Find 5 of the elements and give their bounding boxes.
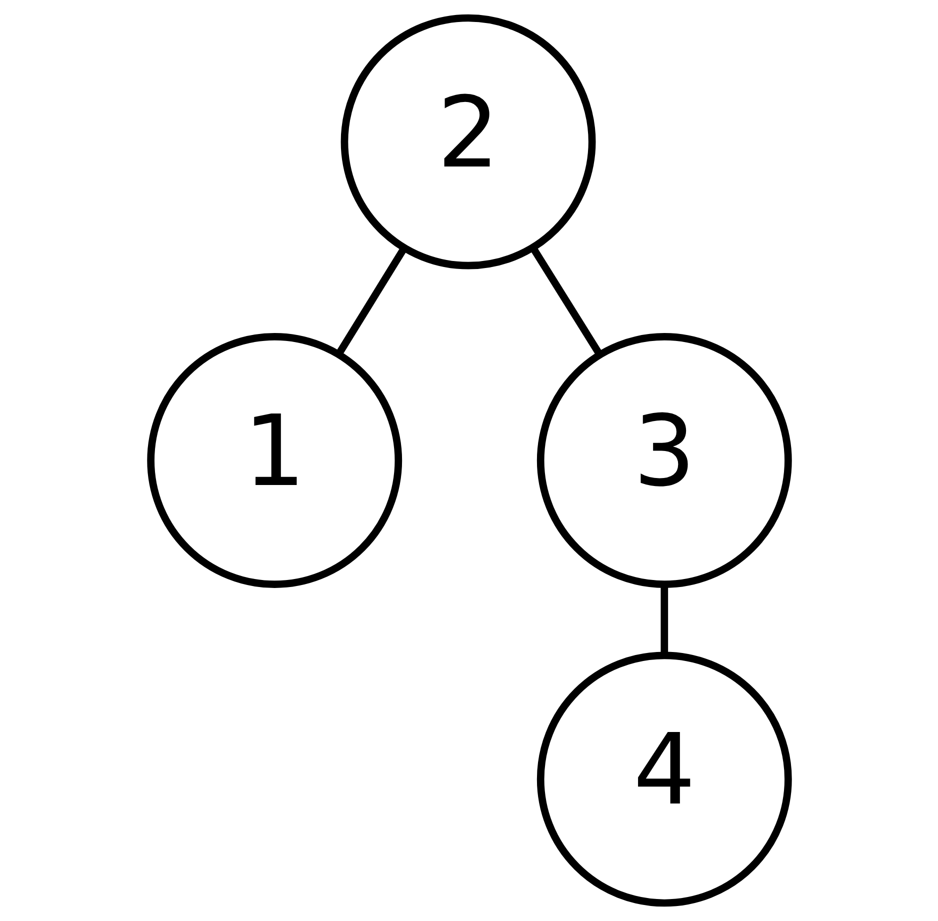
node-circle: 3	[536, 333, 792, 588]
connector	[529, 246, 602, 356]
node-circle: 2	[340, 14, 596, 270]
node-circle: 4	[536, 652, 792, 907]
node-circle: 1	[146, 333, 402, 588]
